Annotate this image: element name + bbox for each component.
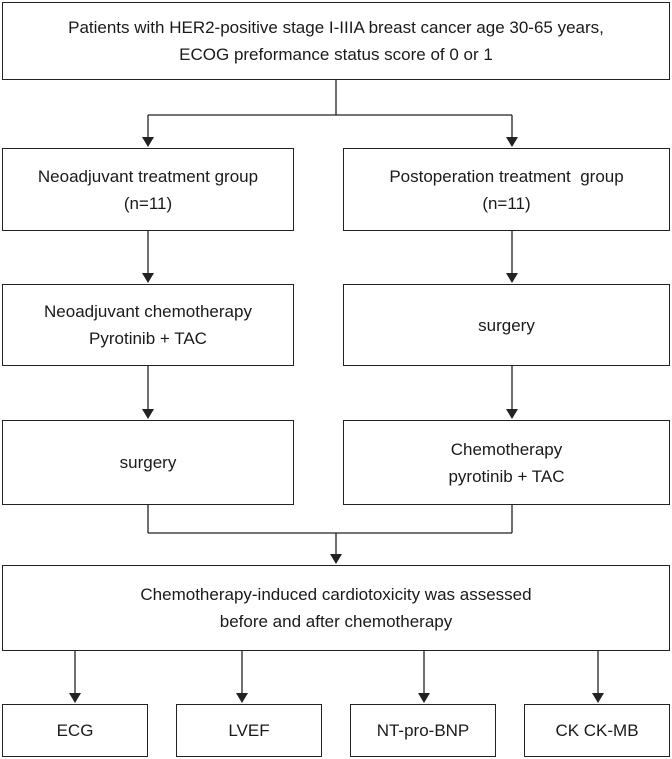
eligibility-box: Patients with HER2-positive stage I-IIIA… <box>2 2 670 80</box>
postoperation-surgery-box: surgery <box>343 284 670 366</box>
neoadjuvant-surgery-label: surgery <box>119 453 177 472</box>
outcome-nt-pro-bnp-label: NT-pro-BNP <box>376 721 470 740</box>
neoadjuvant-chemotherapy-box: Neoadjuvant chemotherapy Pyrotinib + TAC <box>2 284 294 366</box>
neoadjuvant-chemotherapy-line-1: Neoadjuvant chemotherapy <box>44 302 252 321</box>
outcome-ecg-label: ECG <box>56 721 94 740</box>
postoperation-group-count: (n=11) <box>482 193 531 213</box>
postoperation-group-title: Postoperation treatment group <box>389 166 624 186</box>
assessment-line-1: Chemotherapy-induced cardiotoxicity was … <box>140 585 532 604</box>
postoperation-group-box: Postoperation treatment group (n=11) <box>343 148 670 231</box>
neoadjuvant-group-count: (n=11) <box>123 193 173 213</box>
outcome-ck-ck-mb-label: CK CK-MB <box>555 721 639 740</box>
postoperation-surgery-label: surgery <box>478 315 535 335</box>
outcome-lvef-label: LVEF <box>228 721 270 740</box>
outcome-ecg-box: ECG <box>2 704 148 757</box>
postoperation-chemotherapy-box: Chemotherapy pyrotinib + TAC <box>343 420 670 505</box>
outcome-nt-pro-bnp-box: NT-pro-BNP <box>350 704 496 757</box>
outcome-ck-ck-mb-box: CK CK-MB <box>524 704 670 757</box>
eligibility-line-2: ECOG preformance status score of 0 or 1 <box>179 45 493 64</box>
assessment-line-2: before and after chemotherapy <box>219 612 453 631</box>
postoperation-chemotherapy-line-1: Chemotherapy <box>450 439 563 459</box>
neoadjuvant-surgery-box: surgery <box>2 420 294 505</box>
neoadjuvant-group-title: Neoadjuvant treatment group <box>37 166 259 186</box>
neoadjuvant-chemotherapy-line-2: Pyrotinib + TAC <box>89 329 207 348</box>
postoperation-chemotherapy-line-2: pyrotinib + TAC <box>448 466 565 486</box>
outcome-lvef-box: LVEF <box>176 704 322 757</box>
eligibility-line-1: Patients with HER2-positive stage I-IIIA… <box>68 18 604 37</box>
neoadjuvant-group-box: Neoadjuvant treatment group (n=11) <box>2 148 294 231</box>
cardiotoxicity-assessment-box: Chemotherapy-induced cardiotoxicity was … <box>2 565 670 651</box>
